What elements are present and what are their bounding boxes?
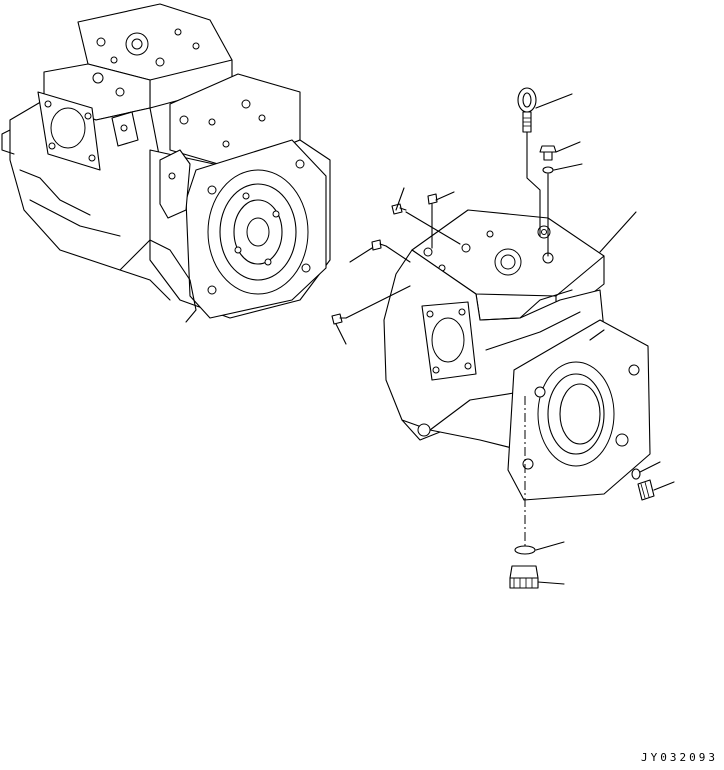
pump-case bbox=[383, 209, 651, 501]
leader-lines bbox=[335, 93, 675, 585]
pump-assembly-overview bbox=[1, 3, 331, 323]
screw-c bbox=[371, 239, 387, 251]
screw-d bbox=[331, 313, 347, 325]
eye-bolt bbox=[517, 87, 537, 133]
o-ring-bottom bbox=[514, 545, 536, 555]
o-ring-upper bbox=[542, 166, 554, 174]
assembly-center-lines bbox=[345, 131, 549, 546]
plug-bottom bbox=[509, 565, 539, 589]
plug-bolt-upper bbox=[539, 145, 557, 161]
screw-a bbox=[391, 203, 407, 215]
o-ring-side bbox=[631, 468, 641, 480]
drawing-code: JY032093 bbox=[641, 751, 718, 764]
screw-b bbox=[427, 193, 438, 213]
plug-side bbox=[637, 479, 655, 501]
